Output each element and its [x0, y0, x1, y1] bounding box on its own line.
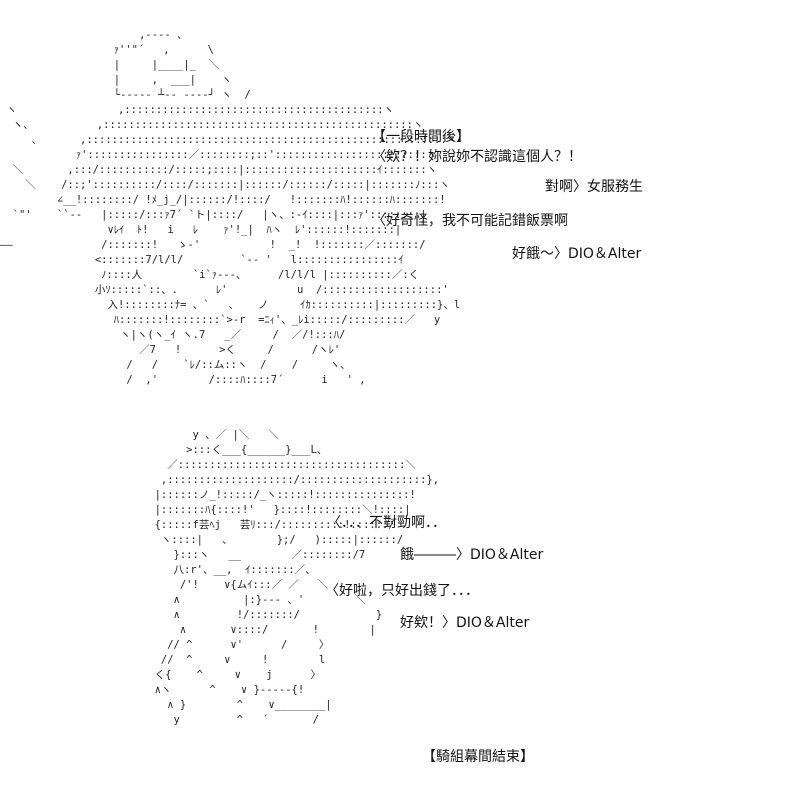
dialogue-line: 〈．．．不對勁啊．． [327, 515, 446, 531]
dialogue-line: 好欸！〉DIO＆Alter [400, 615, 530, 631]
dialogue-line: 〈好奇怪，我不可能記錯飯票啊 [372, 213, 568, 229]
dialogue-line: 好餓～〉DIO＆Alter [512, 246, 642, 262]
dialogue-line: 餓―――〉DIO＆Alter [400, 547, 544, 563]
caption-time-skip: 【一段時間後】 [372, 129, 470, 145]
dialogue-line: 對啊〉女服務生 [545, 179, 643, 195]
dialogue-line: 〈好啦，只好出錢了．．． [325, 583, 479, 599]
ascii-art-character-top: ,---- 、 ｧ''"´ , \ | |____|_ ＼ | , ___| ヽ… [0, 29, 461, 386]
ascii-art-character-bottom: y 、／ |＼ ＼ >:::く___{______}___L、 ／:::::::… [154, 429, 440, 726]
dialogue-line: 〈欸？！妳說妳不認識這個人？！ [372, 149, 582, 165]
caption-end: 【騎組幕間結束】 [422, 749, 534, 765]
